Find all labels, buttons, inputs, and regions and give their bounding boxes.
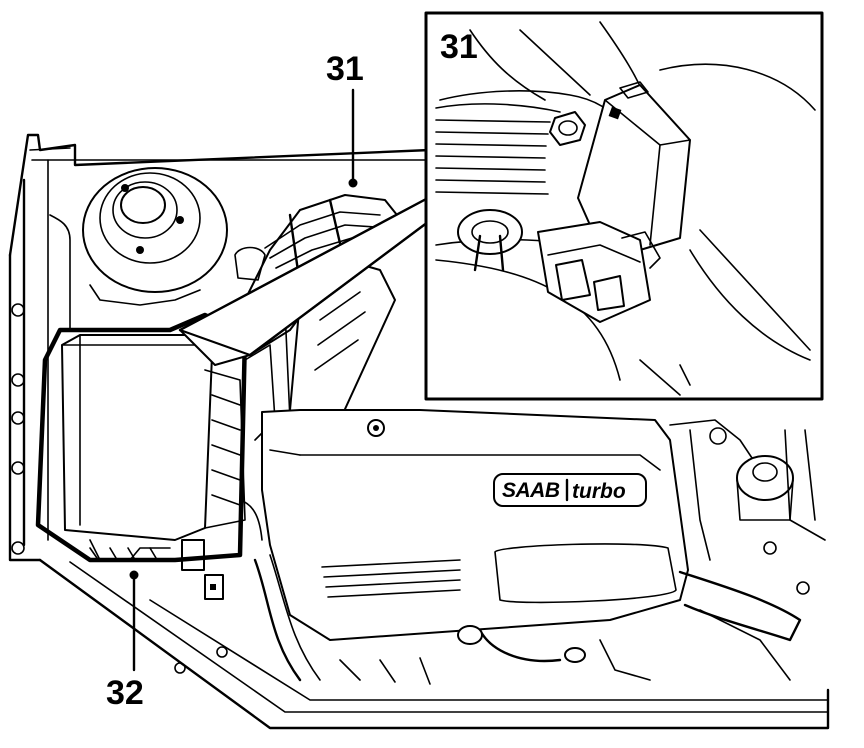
callout-32-label: 32 [106, 674, 144, 712]
callout-31-leader [348, 88, 358, 188]
engine-cover [261, 409, 689, 641]
strut-tower [82, 167, 228, 306]
badge-brand-text: SAAB [502, 479, 560, 502]
callout-32-leader [129, 570, 139, 672]
right-engine-components [669, 419, 826, 681]
badge-model-text: turbo [572, 480, 626, 503]
callout-31-label: 31 [326, 50, 364, 88]
lower-hoses [239, 499, 651, 685]
detail-inset [424, 11, 824, 401]
inset-31-label: 31 [440, 28, 478, 66]
front-body-edge [38, 558, 830, 730]
saab-turbo-badge: SAAB turbo [493, 473, 647, 507]
control-module-box [61, 334, 246, 600]
